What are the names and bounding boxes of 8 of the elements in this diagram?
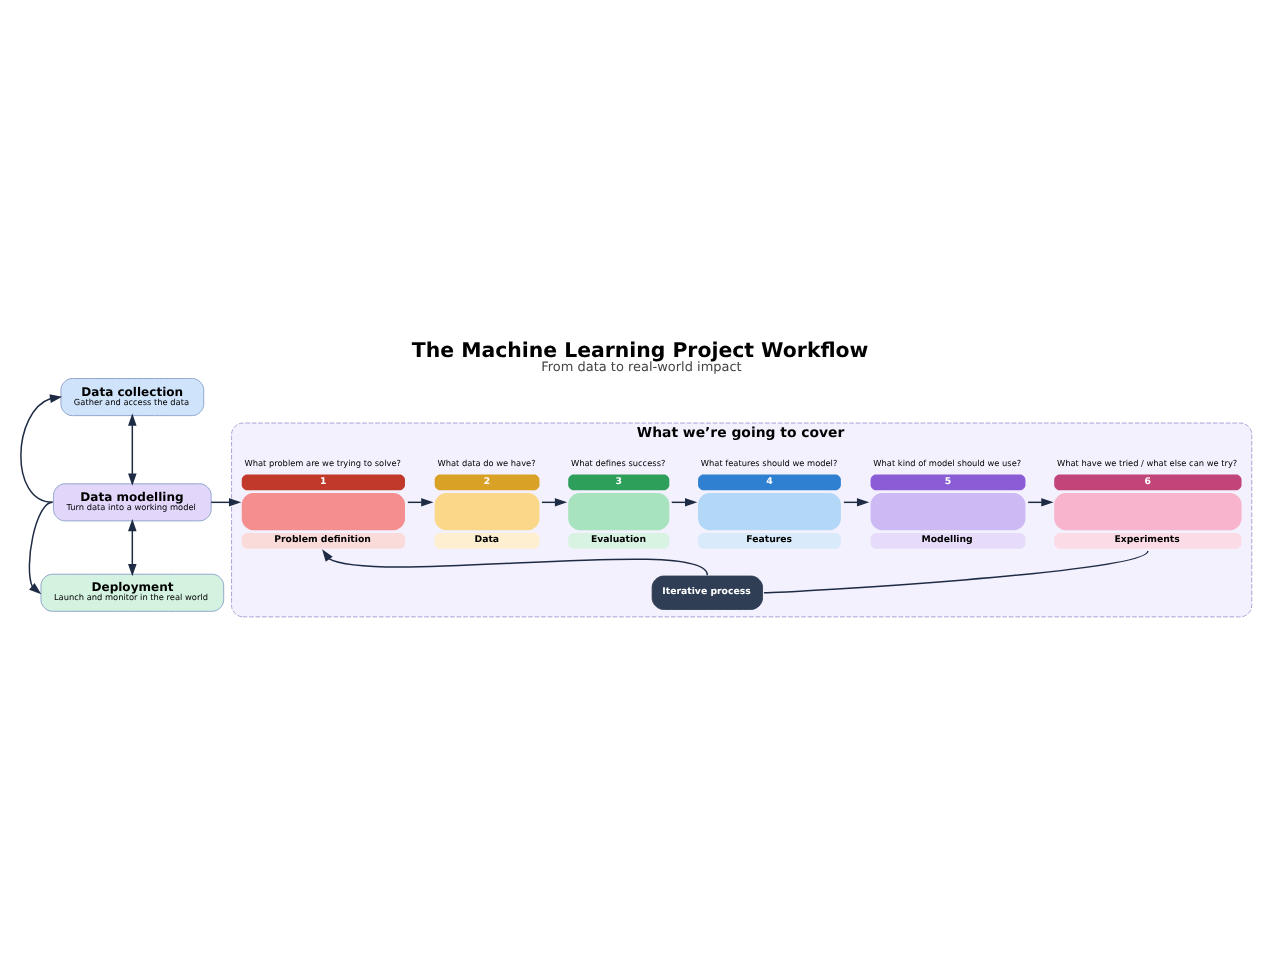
arrow: [128, 517, 137, 576]
arrow: [128, 412, 137, 485]
connector: [763, 549, 1149, 593]
diagram-title: The Machine Learning Project Workflow: [411, 339, 869, 362]
arrow: [322, 548, 709, 575]
arrow: [20, 393, 63, 503]
arrow: [28, 500, 54, 594]
arrow: [210, 497, 242, 506]
